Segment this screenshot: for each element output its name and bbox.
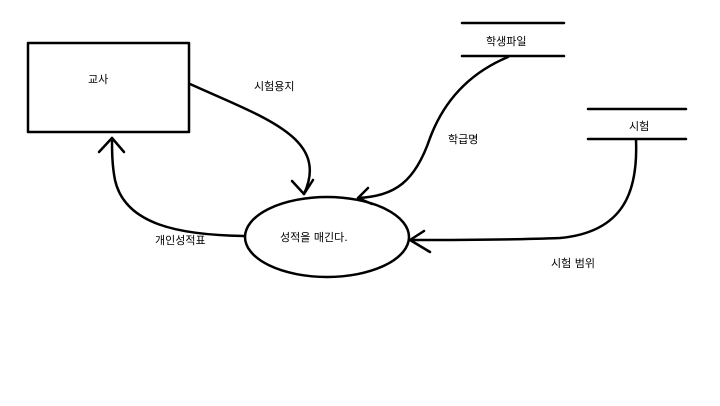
flow-exam-paper-label: 시험용지 — [254, 80, 294, 93]
flow-class-name-arrowhead — [356, 186, 374, 206]
entity-box — [26, 41, 191, 134]
process-label: 성적을 매긴다. — [280, 231, 348, 244]
flow-class-name: 학급명 — [356, 55, 510, 206]
process-grade[interactable]: 성적을 매긴다. — [243, 195, 411, 279]
flow-exam-paper-line — [188, 82, 311, 196]
flow-exam-paper-arrowhead — [290, 178, 315, 196]
store-student-file[interactable]: 학생파일 — [460, 21, 566, 58]
entity-teacher[interactable]: 교사 — [26, 41, 191, 134]
store-exam[interactable]: 시험 — [586, 107, 688, 141]
flow-report-card-line — [110, 136, 246, 238]
flow-report-card: 개인성적표 — [97, 136, 246, 247]
store-label: 학생파일 — [486, 34, 526, 48]
flow-exam-scope-line — [408, 138, 638, 242]
flow-exam-scope: 시험 범위 — [408, 138, 638, 270]
entity-label: 교사 — [88, 73, 108, 86]
flow-report-card-label: 개인성적표 — [155, 234, 206, 247]
flow-class-name-label: 학급명 — [448, 133, 478, 146]
store-label: 시험 — [629, 120, 649, 133]
flow-class-name-line — [356, 55, 510, 200]
flow-exam-paper: 시험용지 — [188, 80, 315, 196]
flow-report-card-arrowhead — [97, 136, 126, 154]
process-ellipse — [243, 195, 411, 279]
flow-exam-scope-arrowhead — [408, 229, 432, 254]
flow-exam-scope-label: 시험 범위 — [551, 257, 595, 270]
